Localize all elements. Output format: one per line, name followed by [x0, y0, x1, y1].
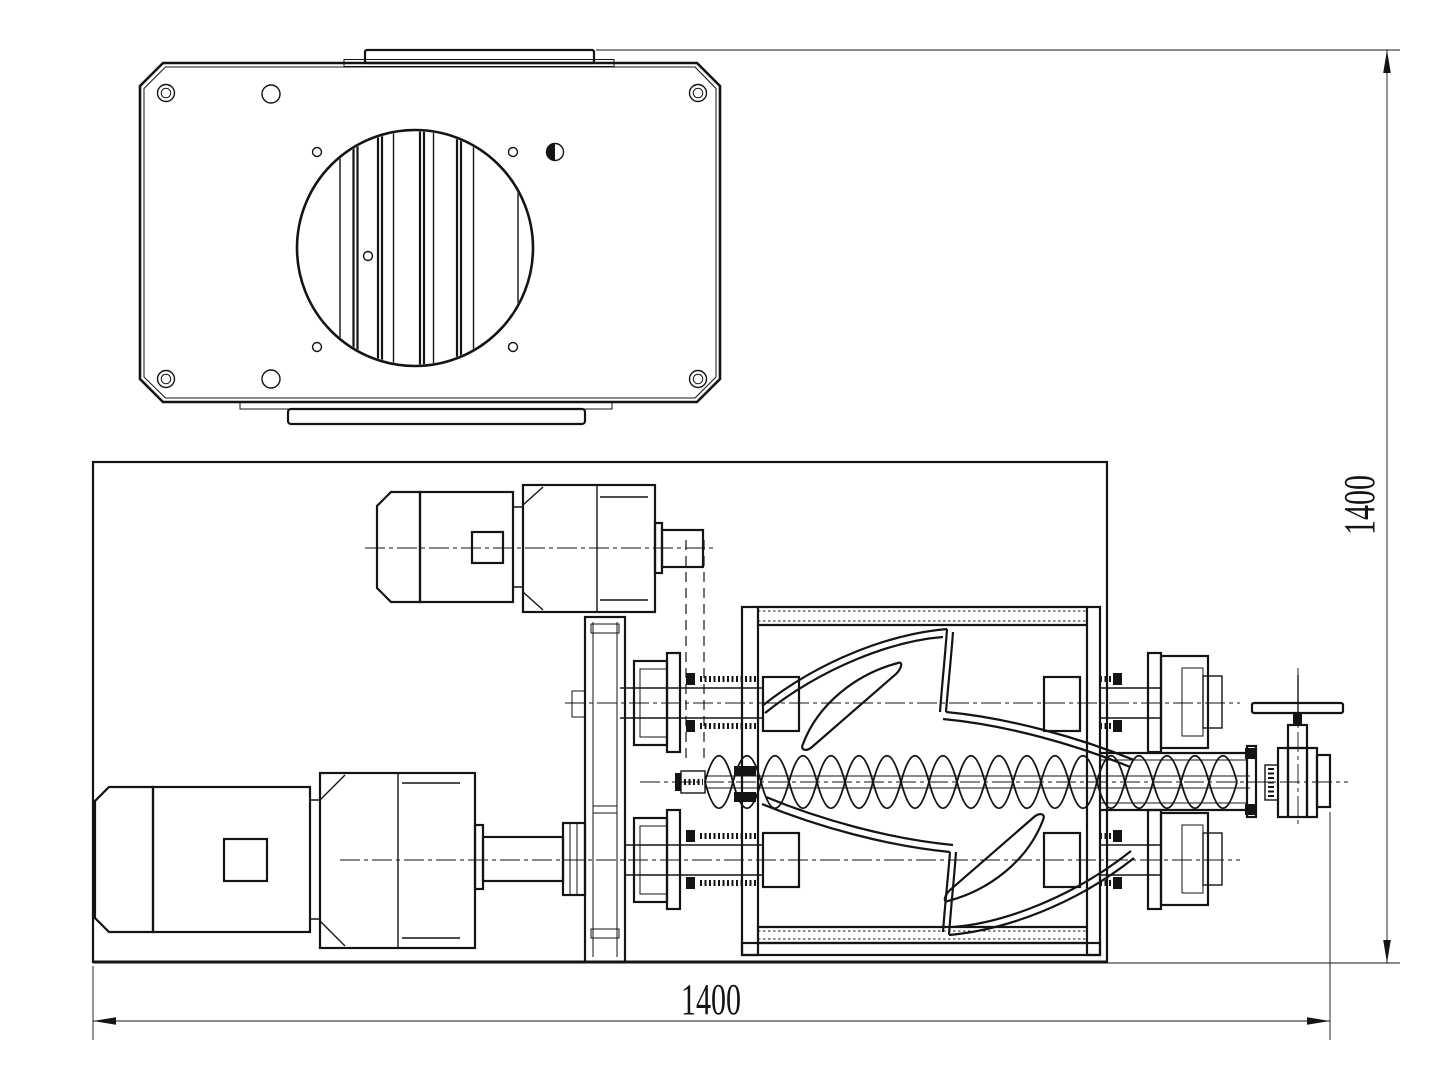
paddle-drive-motor — [93, 771, 587, 950]
gate-valve — [1250, 668, 1345, 825]
chamber-bottom-band — [758, 925, 1087, 945]
gland-bolt-lower — [734, 792, 756, 802]
chamber-top-band — [758, 605, 1087, 627]
gearbox-output-step — [473, 823, 485, 891]
plow-blades — [761, 627, 1135, 937]
screw-flight-b — [704, 754, 1238, 810]
valve-right-flange — [1305, 746, 1319, 819]
chamber-left-wall — [740, 605, 760, 957]
valve-bonnet — [1286, 723, 1309, 750]
valve-left-flange — [1276, 746, 1290, 819]
top-view — [138, 48, 722, 426]
mounting-holes — [261, 84, 281, 389]
arrowhead-top — [1383, 50, 1391, 73]
discharge-tube — [1100, 744, 1279, 819]
motor-body — [418, 490, 515, 604]
gearbox-housing — [521, 483, 657, 614]
small-screw-holes — [311, 146, 519, 353]
corner-bolt-holes — [156, 83, 708, 389]
gearbox-output-shaft — [660, 528, 705, 569]
arrowhead-right — [1307, 1017, 1330, 1025]
side-view — [91, 460, 1348, 964]
motor-terminal-box — [470, 530, 505, 565]
cover-plate-inner-edge — [143, 66, 717, 399]
dimension-width: 1400 — [92, 812, 1331, 1040]
tube-end-flange — [1245, 744, 1258, 819]
top-flange-strip — [343, 59, 615, 67]
height-dimension-label: 1400 — [1335, 475, 1384, 535]
width-dimension-label: 1400 — [681, 975, 741, 1024]
bottom-flange-tab — [286, 407, 587, 426]
grille-circle — [295, 128, 535, 368]
top-flange-tab — [363, 48, 596, 65]
valve-body — [1286, 746, 1309, 819]
valve-outlet — [1315, 753, 1332, 809]
blade-crescent-upper — [801, 661, 903, 751]
mixing-chamber — [734, 605, 1135, 957]
dimension-height: 1400 — [596, 49, 1400, 964]
upper-shaft-stub — [571, 690, 586, 718]
motor-end-cap — [93, 785, 155, 934]
motor-neck — [310, 787, 321, 932]
arrowhead-left — [93, 1017, 116, 1025]
hand-wheel — [1250, 701, 1345, 715]
gland-bolt-upper — [734, 766, 756, 776]
dowel-pin-hole — [545, 142, 565, 162]
output-shaft — [481, 835, 565, 883]
gearbox-chamfers — [522, 485, 648, 612]
hidden-drive-lines — [685, 540, 705, 764]
screw-drive-motor — [365, 483, 715, 614]
shaft-coupling — [561, 821, 587, 897]
chamber-bottom-slab — [740, 941, 1102, 957]
motor-neck — [513, 492, 524, 602]
support-plate — [571, 615, 627, 964]
cover-plate-outline — [138, 61, 722, 404]
stem-nut — [1293, 713, 1302, 725]
motor-terminal-box — [222, 837, 269, 883]
motor-end-cap — [375, 490, 422, 604]
motor-body — [151, 785, 312, 934]
center-lines — [340, 702, 1348, 861]
blade-crescent-lower — [943, 813, 1045, 903]
arrowhead-bottom — [1383, 940, 1391, 963]
upper-shaft-right-bearing — [1100, 651, 1223, 754]
gearbox-chamfers — [319, 773, 460, 948]
screw-flight-a — [704, 754, 1238, 810]
